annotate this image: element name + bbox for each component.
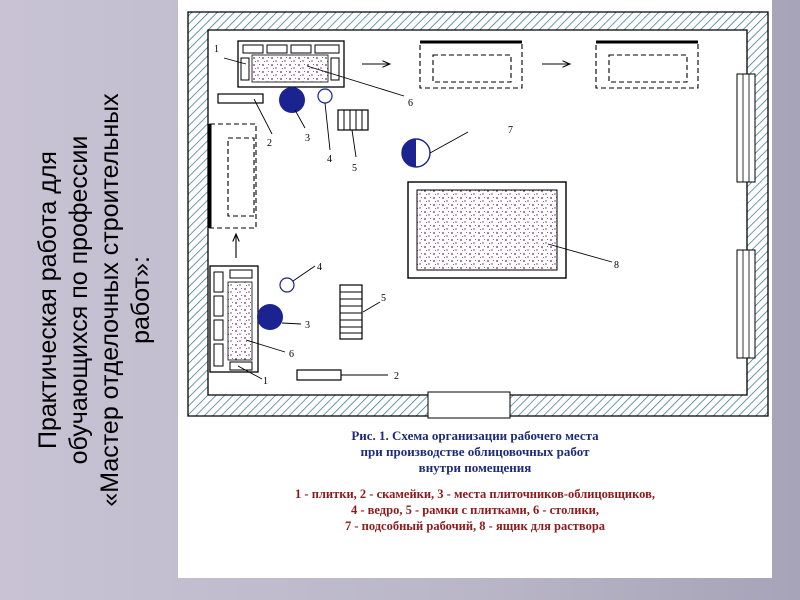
caption-line: Рис. 1. Схема организации рабочего места — [351, 428, 599, 443]
label-7: 7 — [508, 125, 513, 136]
tile-frame — [339, 284, 363, 340]
bucket — [279, 277, 295, 293]
bucket — [317, 88, 333, 104]
figure-caption: Рис. 1. Схема организации рабочего места… — [178, 428, 772, 534]
table-with-tiles-bottom — [209, 265, 259, 373]
table-with-tiles-top — [237, 40, 345, 88]
figure-panel: 1 6 2 3 4 5 7 8 4 5 3 6 1 2 Рис. 1. Схем… — [178, 0, 772, 578]
mortar-box — [407, 181, 567, 279]
bench — [296, 369, 342, 381]
window — [736, 73, 756, 183]
table-future-position — [419, 41, 699, 89]
label-8: 8 — [614, 260, 619, 271]
side-title-line: «Мастер отделочных строительных — [96, 93, 124, 507]
label-4: 4 — [317, 262, 322, 273]
legend-line: 1 - плитки, 2 - скамейки, 3 - места плит… — [295, 487, 655, 501]
caption-line: внутри помещения — [418, 460, 532, 475]
label-2: 2 — [267, 138, 272, 149]
label-3: 3 — [305, 320, 310, 331]
table-future-position — [209, 123, 257, 229]
side-title-line: работ»: — [127, 256, 155, 344]
workplace-scheme: 1 6 2 3 4 5 7 8 4 5 3 6 1 2 — [187, 11, 769, 419]
legend-line: 4 - ведро, 5 - рамки с плитками, 6 - сто… — [351, 503, 599, 517]
window — [736, 249, 756, 359]
label-5: 5 — [381, 293, 386, 304]
label-1: 1 — [263, 376, 268, 387]
label-3: 3 — [305, 133, 310, 144]
worker-place — [257, 304, 283, 330]
leader-lines — [223, 57, 613, 380]
side-title: Практическая работа для обучающихся по п… — [20, 20, 170, 580]
door — [427, 391, 511, 419]
side-title-line: Практическая работа для — [34, 151, 62, 449]
helper-worker — [401, 138, 431, 168]
worker-place — [279, 87, 305, 113]
label-6: 6 — [289, 349, 294, 360]
label-1: 1 — [214, 44, 219, 55]
bench — [217, 93, 264, 104]
side-title-line: обучающихся по профессии — [65, 135, 93, 465]
caption-line: при производстве облицовочных работ — [360, 444, 590, 459]
tile-frame — [337, 109, 369, 131]
label-2: 2 — [394, 371, 399, 382]
label-6: 6 — [408, 98, 413, 109]
label-4: 4 — [327, 154, 332, 165]
legend-line: 7 - подсобный рабочий, 8 - ящик для раст… — [344, 519, 606, 533]
room-walls — [187, 11, 769, 417]
label-5: 5 — [352, 163, 357, 174]
